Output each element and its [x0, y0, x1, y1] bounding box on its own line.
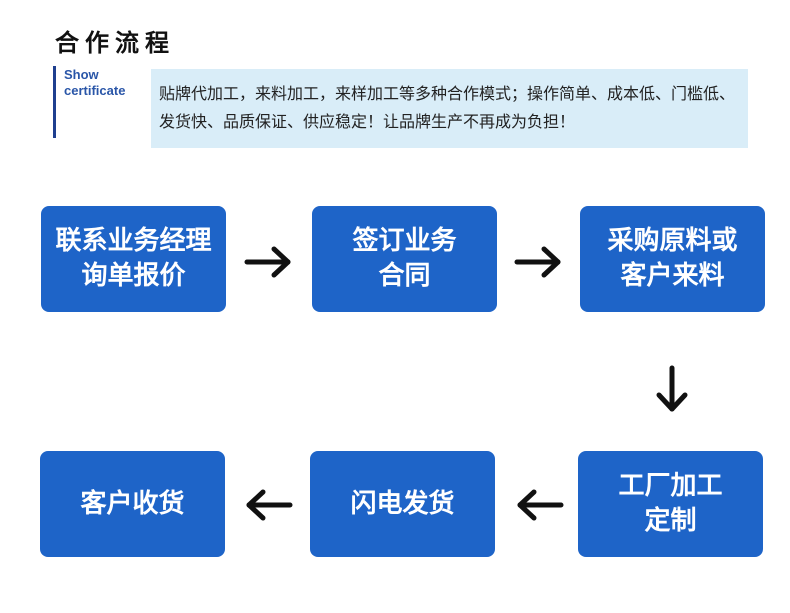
step-3-line-2: 客户来料: [620, 261, 725, 291]
step-6-box: 客户收货: [40, 451, 225, 557]
accent-bar: [53, 66, 56, 138]
step-4-box: 工厂加工 定制: [578, 451, 763, 557]
description-box: 贴牌代加工，来料加工，来样加工等多种合作模式；操作简单、成本低、门槛低、发货快、…: [151, 69, 748, 148]
step-3-box: 采购原料或 客户来料: [580, 206, 765, 312]
step-6-line-1: 客户收货: [80, 488, 185, 519]
arrow-left-icon: [514, 485, 564, 525]
step-5-line-1: 闪电发货: [350, 488, 455, 519]
step-1-line-2: 询单报价: [81, 261, 186, 291]
arrow-left-icon: [243, 485, 293, 525]
step-5-box: 闪电发货: [310, 451, 495, 557]
step-4-line-2: 定制: [644, 506, 697, 536]
step-3-line-1: 采购原料或: [607, 226, 738, 256]
step-1-line-1: 联系业务经理: [55, 226, 212, 256]
step-2-box: 签订业务 合同: [312, 206, 497, 312]
subtitle-line-2: certificate: [64, 83, 126, 98]
arrow-down-icon: [652, 365, 692, 415]
arrow-right-icon: [244, 242, 294, 282]
step-4-line-1: 工厂加工: [618, 471, 723, 501]
step-2-line-2: 合同: [378, 261, 431, 291]
subtitle-line-1: Show: [64, 67, 99, 82]
arrow-right-icon: [514, 242, 564, 282]
step-1-box: 联系业务经理 询单报价: [41, 206, 226, 312]
step-2-line-1: 签订业务: [352, 226, 457, 256]
subtitle: Show certificate: [64, 67, 125, 99]
page-title: 合作流程: [55, 28, 175, 57]
